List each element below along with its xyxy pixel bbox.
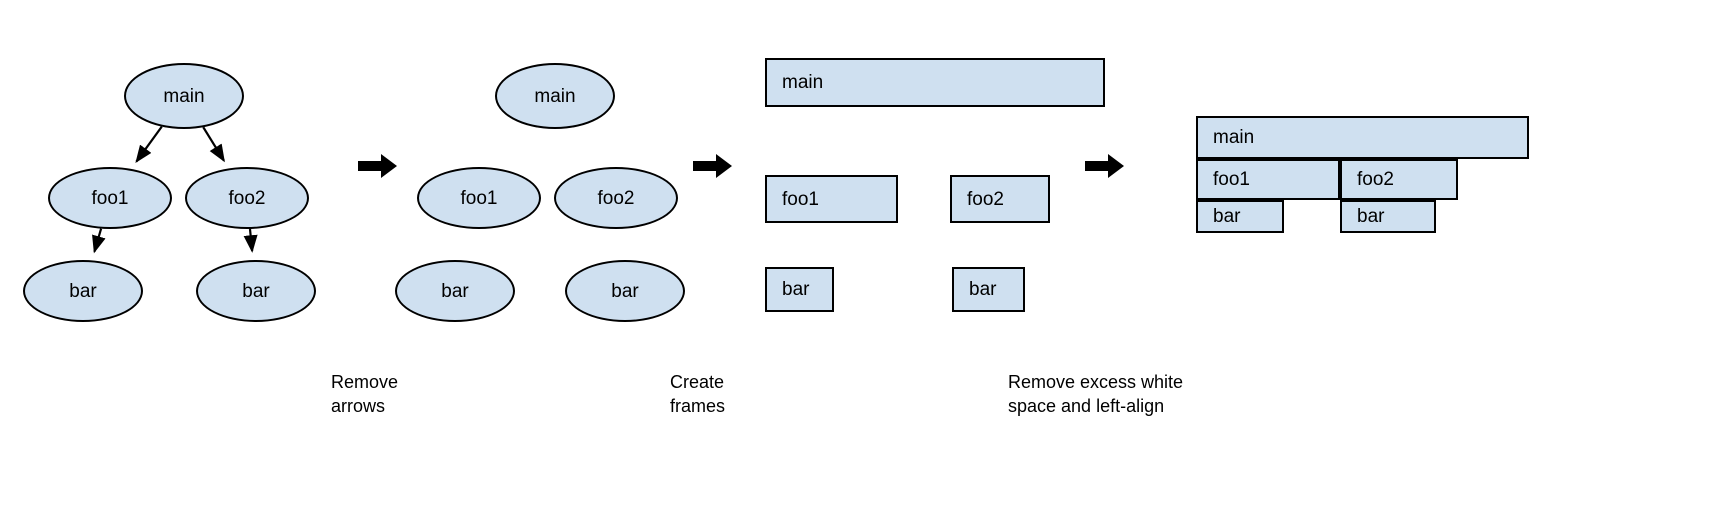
call-graph-no-arrows-node-bar2[interactable]: bar (565, 260, 685, 322)
flame-graph-node-main[interactable]: main (1196, 116, 1529, 159)
flame-graph-node-foo1[interactable]: foo1 (1196, 159, 1340, 200)
flame-graph-node-foo2[interactable]: foo2 (1340, 159, 1458, 200)
call-graph-with-arrows-node-main[interactable]: main (124, 63, 244, 129)
call-graph-no-arrows-node-bar1[interactable]: bar (395, 260, 515, 322)
call-graph-no-arrows-node-foo1[interactable]: foo1 (417, 167, 541, 229)
edge-foo2-to-bar2 (243, 228, 258, 253)
step-remove-whitespace-arrow-icon (1085, 152, 1125, 180)
flame-graph-node-bar1[interactable]: bar (1196, 200, 1284, 233)
call-graph-no-arrows-node-foo2[interactable]: foo2 (554, 167, 678, 229)
flame-graph-node-bar2[interactable]: bar (1340, 200, 1436, 233)
call-graph-with-arrows-node-bar1[interactable]: bar (23, 260, 143, 322)
frames-unaligned-node-foo1[interactable]: foo1 (765, 175, 898, 223)
step-create-frames-arrow-icon (693, 152, 733, 180)
step-create-frames-caption: Create frames (670, 372, 726, 416)
step-remove-whitespace-caption: Remove excess white space and left-align (1008, 372, 1184, 416)
step-remove-arrows-arrow-icon (358, 152, 398, 180)
call-graph-with-arrows-node-foo1[interactable]: foo1 (48, 167, 172, 229)
step-remove-arrows-caption: Remove arrows (331, 372, 399, 416)
edge-main-to-foo1 (135, 126, 163, 163)
call-graph-with-arrows-node-foo2[interactable]: foo2 (185, 167, 309, 229)
frames-unaligned-node-bar1[interactable]: bar (765, 267, 834, 312)
edge-foo1-to-bar1 (92, 228, 106, 254)
frames-unaligned-node-foo2[interactable]: foo2 (950, 175, 1050, 223)
edge-main-to-foo2 (202, 126, 225, 163)
frames-unaligned-node-main[interactable]: main (765, 58, 1105, 107)
call-graph-no-arrows-node-main[interactable]: main (495, 63, 615, 129)
call-graph-with-arrows-node-bar2[interactable]: bar (196, 260, 316, 322)
frames-unaligned-node-bar2[interactable]: bar (952, 267, 1025, 312)
